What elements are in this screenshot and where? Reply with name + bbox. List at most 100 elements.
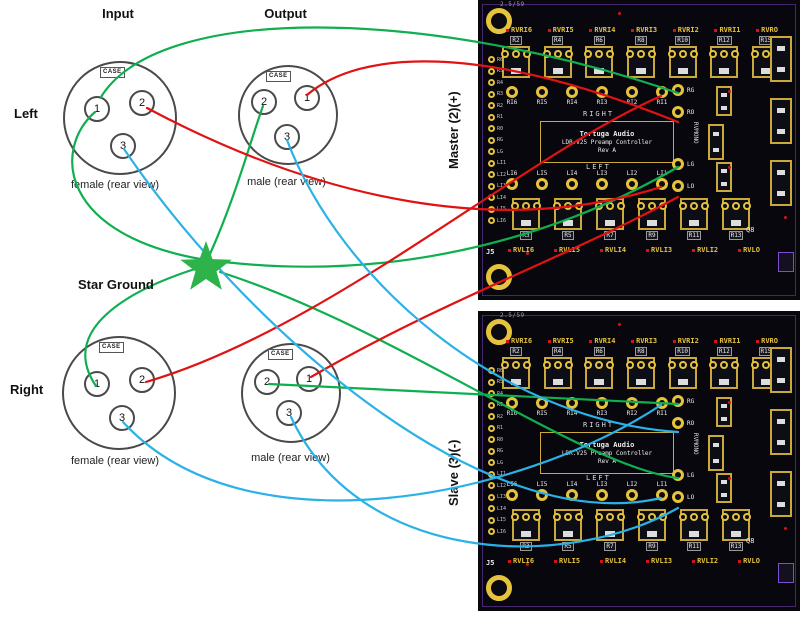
- via-dot: [672, 28, 676, 32]
- solder-pad: LI3: [596, 481, 608, 501]
- via-dot: [506, 339, 509, 343]
- solder-pad: LI6: [506, 170, 518, 190]
- trimmer-footprint: R4: [542, 36, 573, 78]
- via-dot: [508, 248, 511, 252]
- xlr-input-pin-2: 2: [129, 90, 155, 116]
- side-connector: [770, 36, 792, 82]
- header-pin: RG: [488, 447, 506, 455]
- trimmer-row-bottom: R3 R5 R7 R9 R11 R13: [511, 509, 751, 551]
- header-pin: R1: [488, 113, 506, 121]
- solder-pad: LG: [672, 158, 694, 170]
- trimmer-footprint: R12: [709, 36, 740, 78]
- trimmer-footprint: R2: [501, 347, 531, 389]
- via-dot: [547, 339, 551, 343]
- header-pin: R3: [488, 401, 506, 409]
- xlr-output-pin-3: 3: [274, 124, 300, 150]
- rvmono-label: RVMONO: [692, 433, 699, 455]
- xlr-output-pin-2: 2: [251, 89, 277, 115]
- board-title-line3: Rev A: [597, 147, 617, 154]
- right-section-label: RIGHT: [583, 110, 615, 118]
- via-dot: [618, 12, 621, 15]
- solder-pad: LO: [672, 491, 694, 503]
- xlr-right-input-connector: [62, 336, 176, 450]
- xlr-output-caption: male (rear view): [247, 176, 326, 188]
- xlr-right-output-case-tab: CASE: [268, 349, 293, 360]
- solder-pad: RO: [672, 106, 694, 118]
- xlr-right-input-case-tab: CASE: [99, 342, 124, 353]
- header-pin: R3: [488, 90, 506, 98]
- pcb-version-note: 2.5/59: [500, 1, 525, 8]
- xlr-output-pin-1: 1: [294, 85, 320, 111]
- slave-board-label: Slave (3)(-): [446, 439, 461, 507]
- output-title: Output: [264, 6, 307, 21]
- header-pin: R5: [488, 378, 506, 386]
- via-dot: [756, 28, 760, 32]
- master-board-label: Master (2)(+): [446, 91, 461, 169]
- solder-pad: RI4: [566, 86, 578, 106]
- via-dot: [554, 248, 558, 252]
- xlr-right-output-pin-3: 3: [276, 400, 302, 426]
- mounting-hole: [486, 575, 512, 601]
- solder-pad: RG: [672, 84, 694, 96]
- solder-pad: RI3: [596, 397, 608, 417]
- trimmer-footprint: R11: [679, 509, 709, 551]
- solder-pad: LI5: [536, 481, 548, 501]
- solder-pad: RI5: [536, 86, 548, 106]
- header-pin: LI1: [488, 159, 506, 167]
- header-pin: RG: [488, 136, 506, 144]
- via-dot: [506, 28, 509, 32]
- q8-label: Q8: [746, 226, 755, 234]
- via-dot: [646, 559, 650, 563]
- via-dot: [728, 477, 731, 480]
- right-section-label: RIGHT: [583, 421, 615, 429]
- via-dot: [508, 559, 511, 563]
- xlr-right-output-pin-1: 1: [296, 366, 322, 392]
- solder-pad: RI6: [506, 397, 518, 417]
- via-dot: [692, 248, 696, 252]
- via-dot: [738, 559, 742, 563]
- right-channel-label: Right: [10, 382, 44, 397]
- trimmer-row-bottom: R3 R5 R7 R9 R11 R13: [511, 198, 751, 240]
- xlr-right-input-caption: female (rear view): [70, 455, 160, 467]
- via-dot: [547, 28, 551, 32]
- solder-pad: RI3: [596, 86, 608, 106]
- footprint: [716, 162, 732, 192]
- via-dot: [526, 252, 529, 255]
- via-dot: [589, 339, 593, 343]
- xlr-output-case-tab: CASE: [266, 71, 291, 82]
- solder-pad: LI4: [566, 481, 578, 501]
- header-pin: LI3: [488, 182, 506, 190]
- solder-pad: RI5: [536, 397, 548, 417]
- header-pin: LI4: [488, 194, 506, 201]
- via-dot: [646, 248, 650, 252]
- header-pin: R6: [488, 56, 506, 63]
- via-dot: [728, 166, 731, 169]
- xlr-input-case-tab: CASE: [100, 67, 125, 78]
- header-pin: LI2: [488, 482, 506, 489]
- side-connector: [770, 409, 792, 455]
- via-dot: [756, 339, 760, 343]
- solder-pad: RI1: [656, 397, 668, 417]
- header-pin: R4: [488, 79, 506, 86]
- trimmer-footprint: R9: [637, 198, 667, 240]
- header-pin: LG: [488, 148, 506, 155]
- footprint: [716, 86, 732, 116]
- header-pin: R2: [488, 413, 506, 420]
- solder-pad: RG: [672, 395, 694, 407]
- trimmer-footprint: R10: [667, 36, 698, 78]
- header-pin: LI4: [488, 505, 506, 512]
- header-pin: LI2: [488, 171, 506, 178]
- trimmer-row-top: R2 R4 R6 R8 R10 R12 R15: [501, 347, 781, 389]
- via-dot: [631, 28, 635, 32]
- rvmono-label: RVMONO: [692, 122, 699, 144]
- via-dot: [618, 323, 621, 326]
- solder-pad: LG: [672, 469, 694, 481]
- solder-pad: LO: [672, 180, 694, 192]
- trimmer-footprint: R7: [595, 198, 625, 240]
